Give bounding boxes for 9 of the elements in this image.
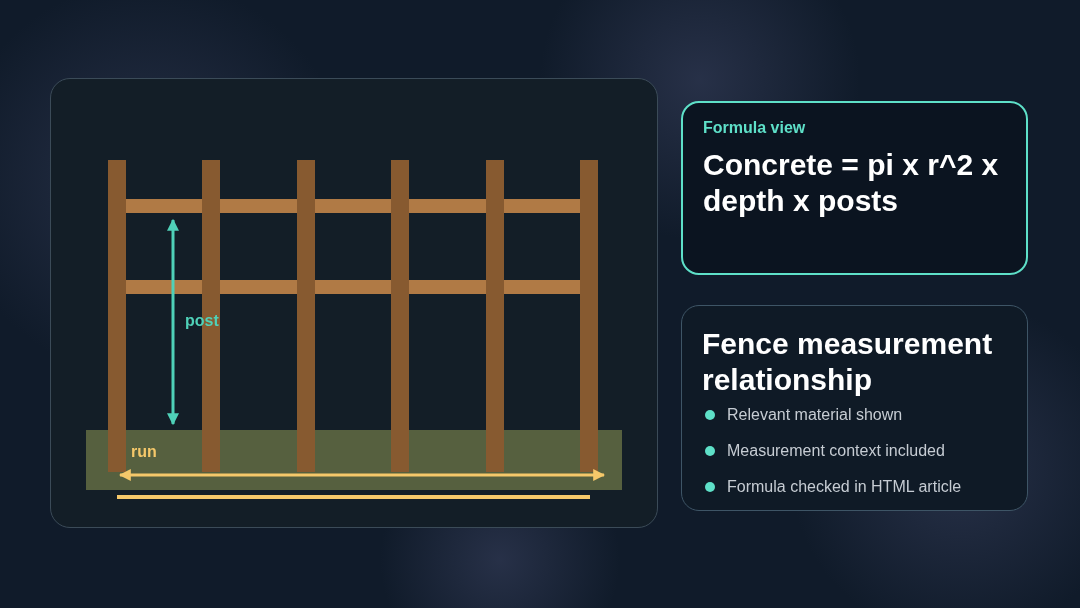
bullet-text: Formula checked in HTML article <box>727 478 962 496</box>
info-card <box>681 305 1028 511</box>
card-heading: Fence measurement relationship <box>702 326 994 398</box>
info-card <box>681 101 1028 275</box>
bullet-text: Measurement context included <box>727 442 945 460</box>
card-subtitle: Formula view <box>703 119 806 137</box>
bullet-text: Relevant material shown <box>727 406 903 424</box>
formula-text: Concrete = pi x r^2 x depth x posts <box>703 147 1000 219</box>
dimension-label: run <box>131 443 157 461</box>
